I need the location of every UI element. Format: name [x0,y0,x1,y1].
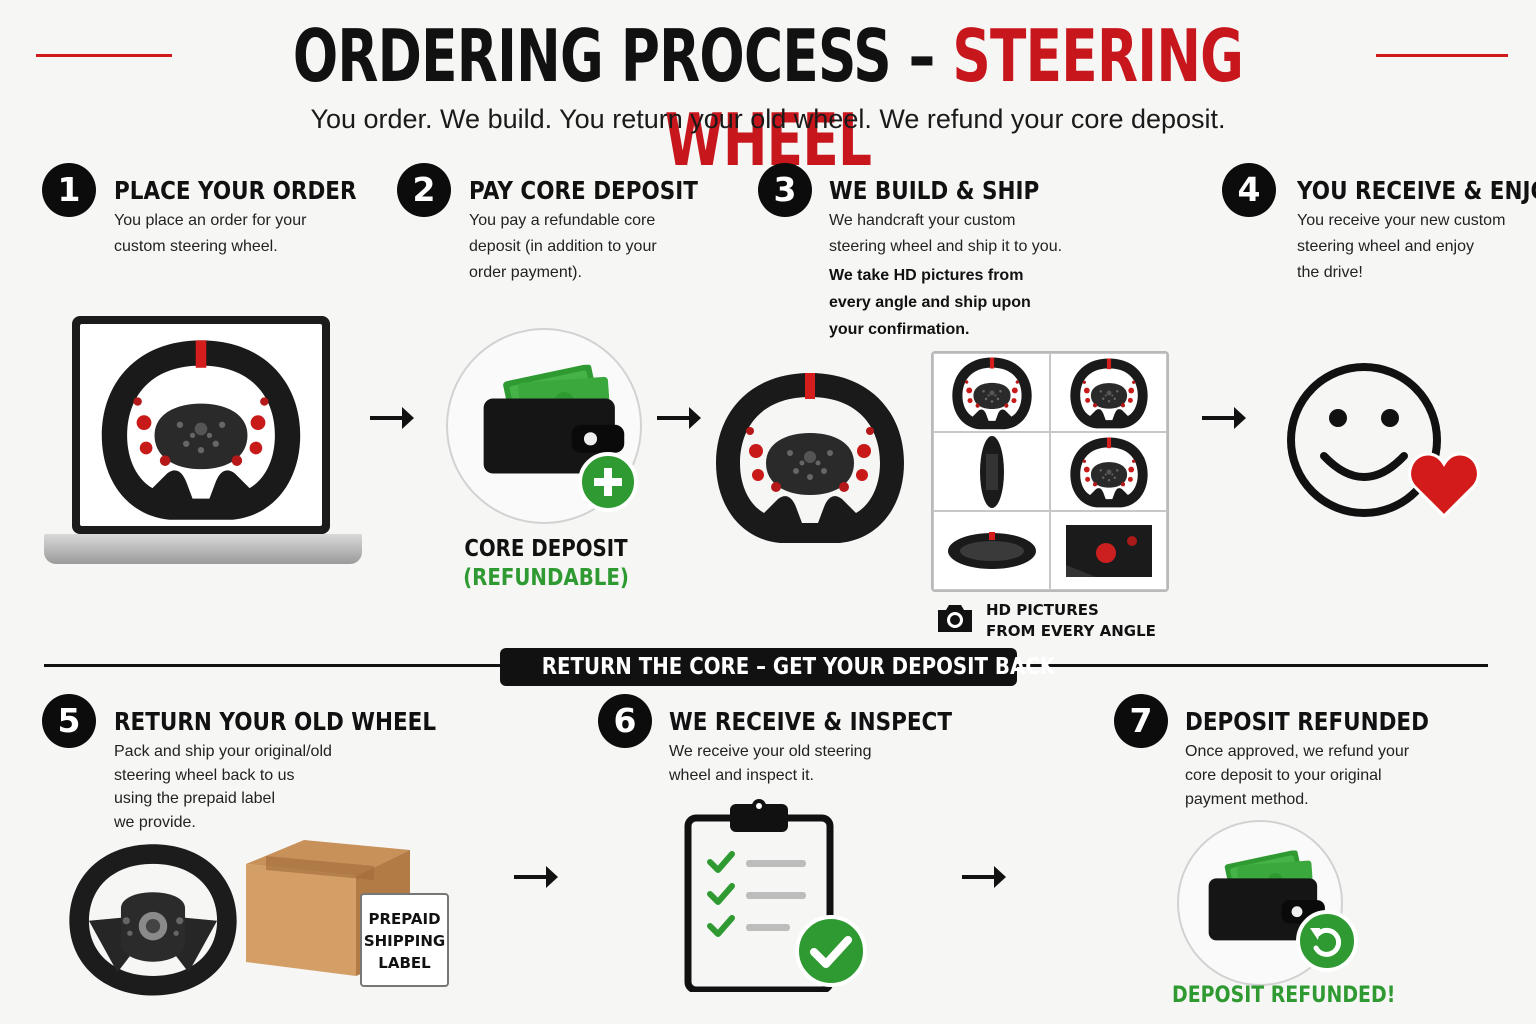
right-arrow-icon [657,407,701,429]
right-arrow-icon [514,866,558,888]
step-6-description: We receive your old steering wheel and i… [669,743,872,784]
step-5-title: RETURN YOUR OLD WHEEL [114,707,437,736]
steering-wheel-image [101,340,301,520]
step-6-title: WE RECEIVE & INSPECT [669,707,953,736]
return-core-banner: RETURN THE CORE – GET YOUR DEPOSIT BACK [500,648,1055,686]
step-4-title: YOU RECEIVE & ENJOY [1297,176,1536,205]
page-subtitle: You order. We build. You return your old… [310,104,1226,134]
laptop-icon [72,316,330,534]
step-3-description: We handcraft your custom steering wheel … [829,212,1063,255]
cardboard-box-icon [246,840,410,976]
step-1-title: PLACE YOUR ORDER [114,176,357,205]
heart-icon [1408,452,1480,518]
photo-side [933,432,1050,511]
camera-icon [938,605,972,632]
step-6-number: 6 [598,694,652,748]
refund-arrow-icon [1296,910,1358,972]
step-4-number: 4 [1222,163,1276,217]
photo-top [933,511,1050,590]
hd-picture-grid [931,351,1169,592]
deposit-refunded-label: DEPOSIT REFUNDED! [1172,983,1396,1008]
right-arrow-icon [370,407,414,429]
title-part-black: ORDERING PROCESS – [292,14,953,98]
step-5-description: Pack and ship your original/old steering… [114,743,332,831]
title-rule-right [1376,54,1508,57]
smiley-face-icon [1287,363,1441,517]
step-5-number: 5 [42,694,96,748]
step-7-description: Once approved, we refund your core depos… [1185,743,1410,808]
hd-pictures-label: HD PICTURES FROM EVERY ANGLE [986,601,1156,640]
page-title: ORDERING PROCESS – STEERING WHEEL [0,14,1536,182]
right-arrow-icon [1202,407,1246,429]
step-4-description: You receive your new custom steering whe… [1297,212,1506,281]
right-arrow-icon [962,866,1006,888]
prepaid-shipping-label: PREPAID SHIPPING LABEL [360,893,449,987]
step-7-number: 7 [1114,694,1168,748]
photo-detail [1050,511,1167,590]
core-deposit-label: CORE DEPOSIT (REFUNDABLE) [463,536,629,591]
old-steering-wheel-image [64,838,242,1000]
step-3-title: WE BUILD & SHIP [829,176,1040,205]
laptop-base [44,534,362,564]
step-3-number: 3 [758,163,812,217]
step-7-title: DEPOSIT REFUNDED [1185,707,1429,736]
step-1-number: 1 [42,163,96,217]
photo-angle-2 [1050,432,1167,511]
step-2-description: You pay a refundable core deposit (in ad… [469,212,657,281]
step-2-number: 2 [397,163,451,217]
step-2-title: PAY CORE DEPOSIT [469,176,698,205]
step-3-note: We take HD pictures from every angle and… [829,267,1031,338]
check-icon [795,915,867,987]
title-rule-left [36,54,172,57]
clipboard-checklist-icon [684,799,834,992]
photo-angle [1050,353,1167,432]
photo-front [933,353,1050,432]
step-1-description: You place an order for your custom steer… [114,212,307,255]
steering-wheel-image [710,352,910,562]
laptop-screen [80,324,322,526]
plus-icon [578,452,638,512]
